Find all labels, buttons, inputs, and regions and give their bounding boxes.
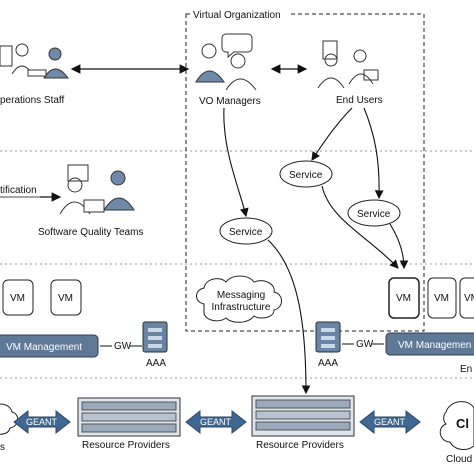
aaa-right-icon [315, 321, 341, 353]
geant-arrow-1 [13, 409, 71, 435]
virtual-organization-label: Virtual Organization [193, 10, 281, 21]
arrow-vo-to-service-c [223, 107, 249, 218]
end-users-figure [317, 40, 379, 89]
messaging-infrastructure-cloud [196, 275, 282, 323]
service-node-b [347, 199, 401, 227]
arrow-service-c-to-resource [267, 239, 311, 395]
gw-right-label: GW [356, 339, 374, 350]
left-partial-cloud [0, 403, 19, 435]
service-b-label: Service [357, 209, 391, 220]
service-a-label: Service [289, 170, 323, 181]
speech-bubble-icon [221, 33, 253, 59]
arrow-service-a-to-vm [321, 185, 399, 269]
right-cloud [439, 401, 474, 450]
vm-left-2 [50, 279, 82, 316]
messaging-label-line1: Messaging [217, 290, 265, 301]
vm-management-left [0, 334, 99, 358]
vm-left-2-label: VM [58, 293, 73, 304]
resource-provider-rack-2 [251, 395, 355, 437]
virtual-organization-boundary [185, 13, 425, 332]
certification-label: tification [0, 185, 37, 196]
resource-provider-rack-1 [77, 397, 181, 437]
operations-staff-label: perations Staff [0, 95, 65, 106]
messaging-label-line2: Infrastructure [212, 302, 271, 313]
vm-right-3 [459, 277, 474, 319]
vo-managers-label: VO Managers [199, 96, 261, 107]
end-users-label: End Users [336, 95, 383, 106]
vm-management-right-label: VM Managemen [398, 340, 471, 351]
arrow-endusers-to-service-a [311, 107, 353, 161]
vm-right-3-label: VM [464, 293, 474, 304]
aaa-left-label: AAA [146, 358, 166, 369]
service-node-c [219, 217, 273, 245]
geant-arrow-2 [185, 409, 247, 435]
aaa-left-icon [142, 321, 168, 353]
geant-2-label: GEANT [200, 417, 232, 427]
vm-management-right [385, 332, 474, 356]
vm-right-1 [388, 277, 420, 319]
vm-left-1 [2, 279, 34, 316]
vo-managers-figure [195, 33, 257, 91]
vm-left-1-label: VM [10, 293, 25, 304]
service-c-label: Service [229, 227, 263, 238]
geant-3-label: GEANT [374, 417, 406, 427]
geant-1-label: GEANT [26, 417, 58, 427]
software-quality-teams-figure [59, 164, 135, 215]
service-node-a [279, 160, 333, 188]
ena-partial-label: En [460, 364, 472, 375]
resource-providers-2-label: Resource Providers [256, 440, 344, 451]
software-quality-teams-label: Software Quality Teams [38, 227, 143, 238]
geant-arrow-3 [359, 409, 421, 435]
vm-right-2 [427, 277, 457, 319]
arrow-endusers-to-service-b [363, 107, 384, 200]
vm-right-2-label: VM [434, 293, 449, 304]
vm-right-1-label: VM [396, 293, 411, 304]
vm-management-left-label: VM Management [6, 342, 82, 353]
operations-staff-figure [0, 43, 69, 79]
arrow-service-b-to-vm [389, 223, 409, 270]
left-partial-label: s [0, 442, 5, 453]
resource-providers-1-label: Resource Providers [82, 440, 170, 451]
cloud-partial-text: Cl [456, 416, 469, 431]
cloud-label: Cloud [446, 454, 472, 465]
gw-left-label: GW [114, 341, 132, 352]
aaa-right-label: AAA [318, 358, 338, 369]
